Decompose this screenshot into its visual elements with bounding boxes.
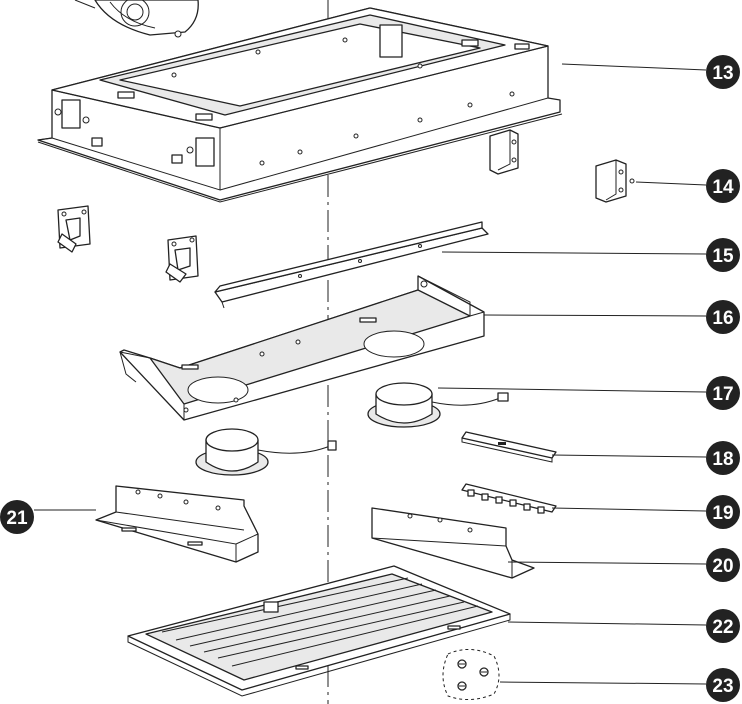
callout-18-label: 18 (712, 449, 733, 470)
callout-13-label: 13 (712, 63, 733, 84)
grease-filter-part (127, 565, 511, 697)
callout-17-label: 17 (712, 384, 733, 405)
callout-21-badge: 21 (0, 500, 34, 534)
callout-16-label: 16 (712, 308, 733, 329)
callout-19-label: 19 (712, 503, 733, 524)
grease-channel-right-part (371, 507, 535, 579)
callout-23-leader (499, 681, 707, 685)
callout-16-badge: 16 (706, 300, 740, 334)
callout-23-badge: 23 (706, 668, 740, 702)
callout-15-label: 15 (712, 246, 734, 267)
callout-22-leader (507, 621, 707, 626)
switch-panel-part (461, 483, 557, 514)
callout-17-badge: 17 (706, 376, 740, 410)
rail-part (214, 221, 489, 309)
channel-tray-part (119, 275, 485, 421)
callout-13-badge: 13 (706, 55, 740, 89)
callout-14-leader (635, 181, 707, 186)
callout-18-badge: 18 (706, 441, 740, 475)
grease-channel-left-part (95, 485, 259, 563)
plate-part (461, 431, 557, 463)
callout-14-label: 14 (712, 177, 734, 198)
callout-18-leader (551, 454, 707, 458)
callout-22-label: 22 (712, 617, 733, 638)
housing-part (37, 7, 563, 203)
callout-20-badge: 20 (706, 548, 740, 582)
blower-fan-part (74, 0, 199, 38)
callout-17-leader (437, 387, 707, 393)
callout-20-leader (507, 561, 707, 565)
callout-13-leader (561, 63, 707, 71)
bracket-part (489, 129, 635, 203)
callout-21-label: 21 (6, 508, 28, 529)
mounting-clip-part (57, 205, 199, 283)
screws-part (442, 649, 500, 700)
motor-part (195, 382, 509, 476)
callout-15-leader (441, 251, 707, 255)
callout-15-badge: 15 (706, 238, 740, 272)
callout-19-leader (551, 507, 707, 512)
callout-16-leader (483, 314, 707, 317)
callout-14-badge: 14 (706, 169, 740, 203)
callout-22-badge: 22 (706, 609, 740, 643)
callout-20-label: 20 (712, 556, 733, 577)
callout-19-badge: 19 (706, 495, 740, 529)
callout-23-label: 23 (712, 676, 733, 697)
